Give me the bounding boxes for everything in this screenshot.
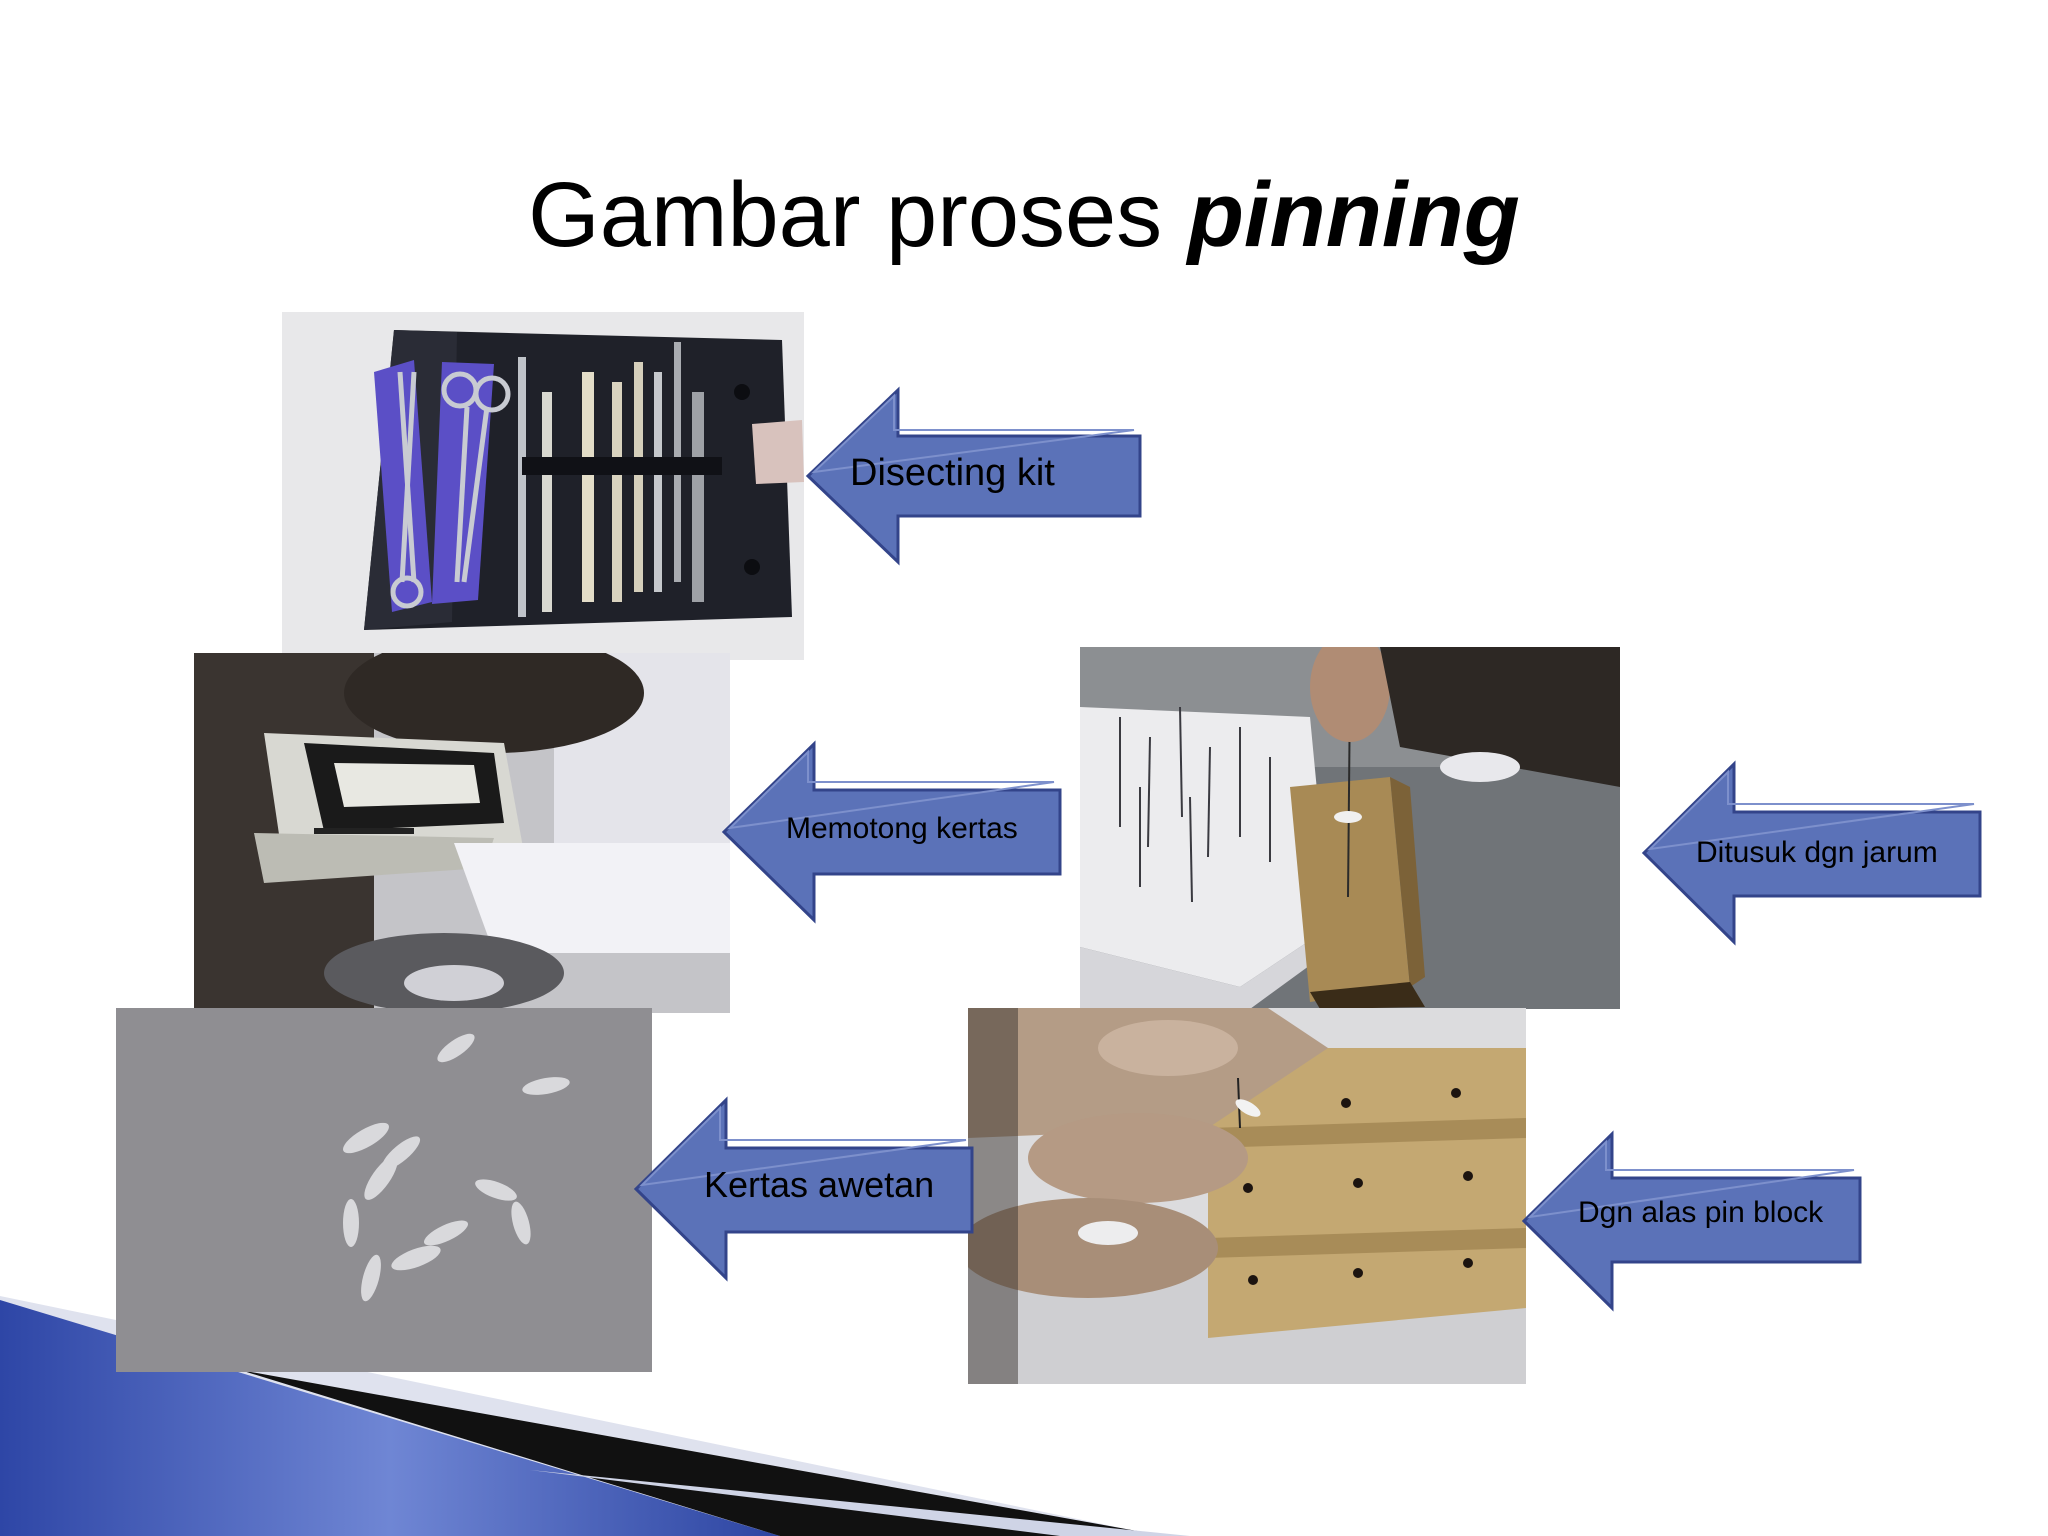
preserved-paper-photo — [116, 1008, 652, 1372]
needle-pinning-photo — [1080, 647, 1620, 1009]
step-label-memotong-kertas: Memotong kertas — [786, 812, 1018, 845]
title-regular: Gambar proses — [528, 164, 1188, 266]
step-arrow-disecting-kit: Disecting kit — [805, 386, 1142, 566]
pin-block-photo — [968, 1008, 1526, 1384]
step-arrow-ditusuk-dgn-jarum: Ditusuk dgn jarum — [1641, 760, 1982, 946]
step-label-ditusuk-dgn-jarum: Ditusuk dgn jarum — [1696, 836, 1938, 869]
cutting-paper-photo — [194, 653, 730, 1013]
slide-title: Gambar proses pinning — [0, 164, 2048, 266]
title-emphasis: pinning — [1187, 164, 1520, 266]
step-label-dgn-alas-pin-block: Dgn alas pin block — [1578, 1196, 1824, 1229]
step-label-kertas-awetan: Kertas awetan — [704, 1164, 935, 1205]
dissecting-kit-photo — [282, 312, 804, 660]
step-label-disecting-kit: Disecting kit — [850, 452, 1055, 494]
step-arrow-kertas-awetan: Kertas awetan — [633, 1096, 974, 1282]
step-arrow-dgn-alas-pin-block: Dgn alas pin block — [1521, 1130, 1862, 1312]
step-arrow-memotong-kertas: Memotong kertas — [721, 740, 1062, 924]
